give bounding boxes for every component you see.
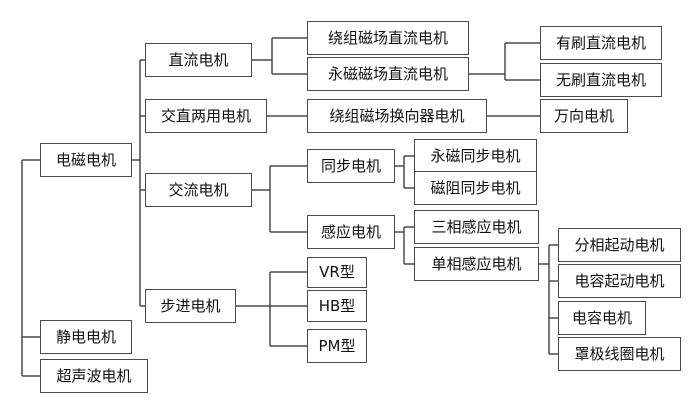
node-stepper-motor: 步进电机 bbox=[145, 289, 236, 323]
node-dc-motor: 直流电机 bbox=[145, 43, 252, 77]
node-hb-type: HB型 bbox=[307, 290, 367, 322]
node-pm-type: PM型 bbox=[307, 329, 367, 363]
node-vr-type: VR型 bbox=[307, 257, 367, 288]
node-induction-motor: 感应电机 bbox=[307, 215, 395, 249]
node-synchronous-motor: 同步电机 bbox=[307, 149, 395, 183]
node-reluctance-synchronous: 磁阻同步电机 bbox=[414, 171, 537, 205]
node-capacitor-motor: 电容电机 bbox=[558, 301, 646, 335]
node-root: 电磁电机 bbox=[40, 143, 132, 177]
node-electrostatic-motor: 静电电机 bbox=[40, 320, 132, 354]
node-ac-dc-motor: 交直两用电机 bbox=[145, 99, 267, 133]
node-pm-synchronous: 永磁同步电机 bbox=[414, 139, 537, 173]
node-universal-motor: 万向电机 bbox=[540, 99, 628, 133]
node-brushed-dc: 有刷直流电机 bbox=[540, 26, 662, 60]
node-brushless-dc: 无刷直流电机 bbox=[540, 63, 662, 97]
node-shaded-pole: 罩极线圈电机 bbox=[558, 337, 681, 371]
node-three-phase-induction: 三相感应电机 bbox=[414, 210, 539, 244]
node-capacitor-start: 电容起动电机 bbox=[558, 264, 681, 298]
node-wound-commutator: 绕组磁场换向器电机 bbox=[307, 99, 487, 133]
node-ultrasonic-motor: 超声波电机 bbox=[40, 359, 148, 393]
node-single-phase-induction: 单相感应电机 bbox=[414, 247, 539, 281]
node-split-phase-start: 分相起动电机 bbox=[558, 228, 681, 262]
node-wound-field-dc: 绕组磁场直流电机 bbox=[307, 21, 469, 55]
node-pm-field-dc: 永磁磁场直流电机 bbox=[307, 57, 469, 91]
node-ac-motor: 交流电机 bbox=[145, 173, 252, 207]
